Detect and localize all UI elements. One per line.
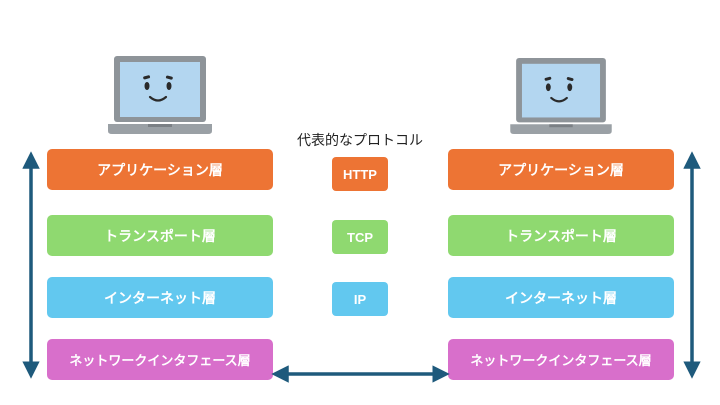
right-transport-layer: トランスポート層	[448, 215, 674, 256]
right-laptop-icon	[510, 57, 612, 135]
left-application-layer: アプリケーション層	[47, 149, 273, 190]
protocol-http: HTTP	[332, 157, 388, 191]
protocol-ip: IP	[332, 282, 388, 316]
left-internet-layer: インターネット層	[47, 277, 273, 318]
left-laptop-icon	[108, 56, 212, 134]
right-application-layer: アプリケーション層	[448, 149, 674, 190]
protocol-tcp: TCP	[332, 220, 388, 254]
left-transport-layer: トランスポート層	[47, 215, 273, 256]
protocols-title: 代表的なプロトコル	[297, 133, 423, 149]
right-network-interface-layer: ネットワークインタフェース層	[448, 339, 674, 380]
right-internet-layer: インターネット層	[448, 277, 674, 318]
left-network-interface-layer: ネットワークインタフェース層	[47, 339, 273, 380]
